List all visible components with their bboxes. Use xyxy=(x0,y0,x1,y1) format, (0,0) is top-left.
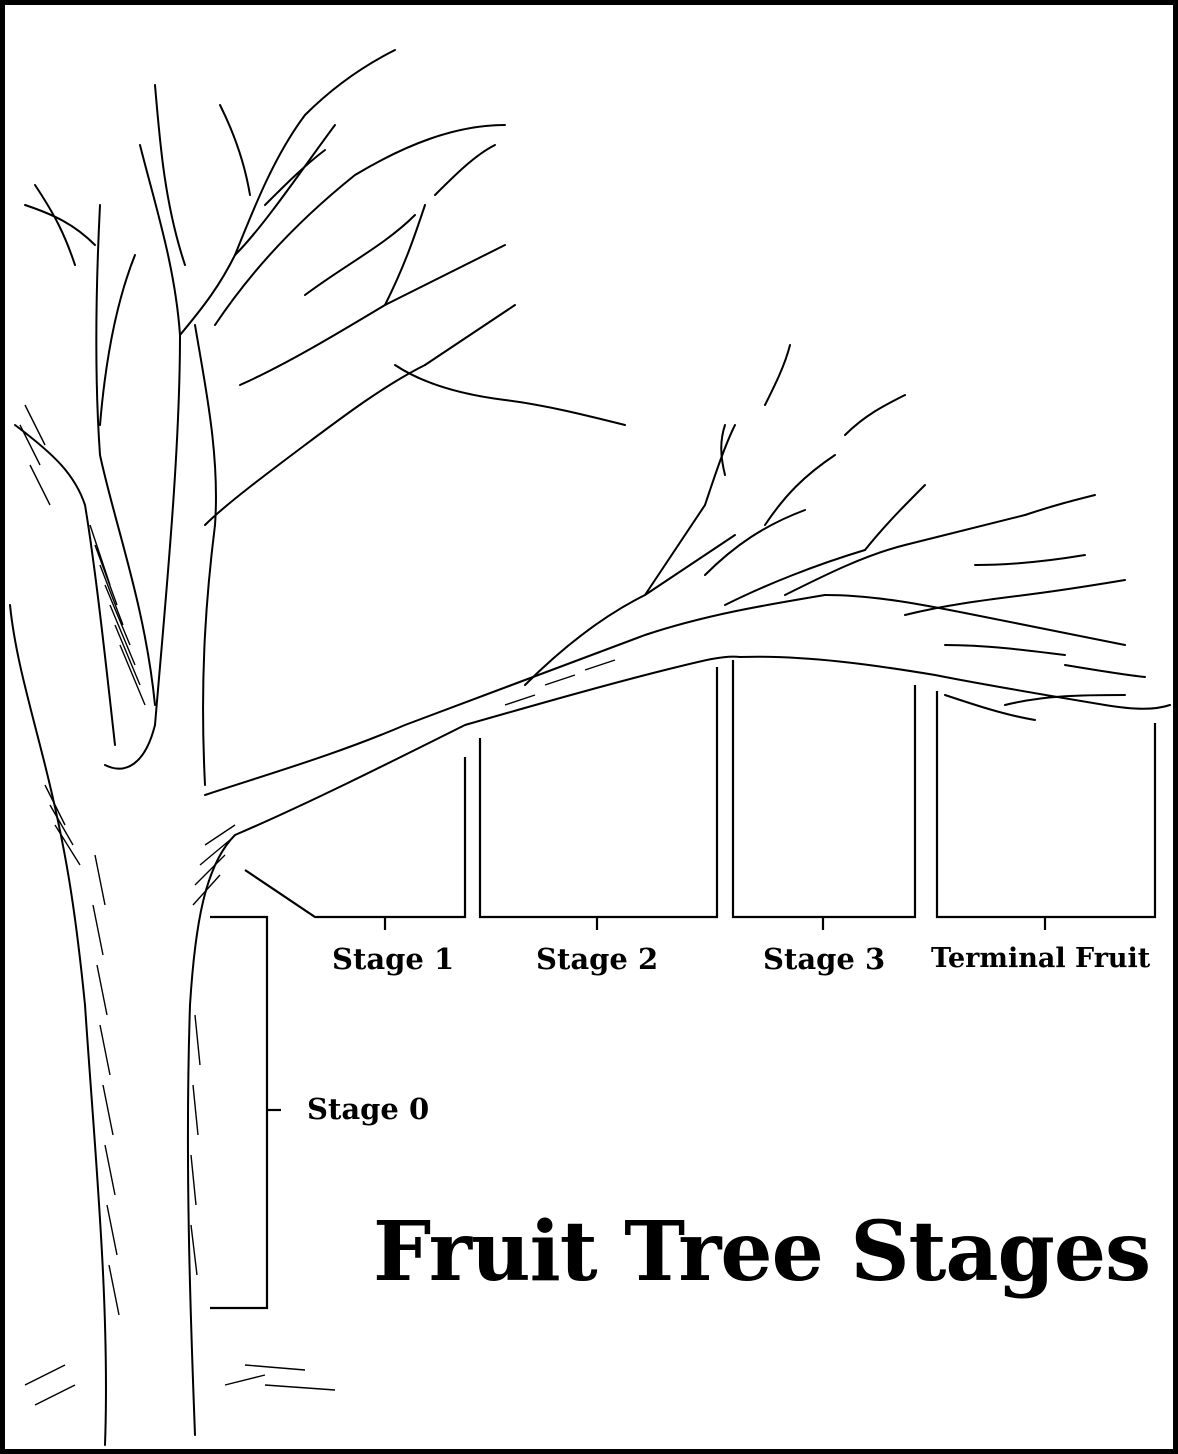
left-limb-outer xyxy=(15,425,115,745)
main-branch-lower xyxy=(235,657,740,835)
stage3-label: Stage 3 xyxy=(763,945,885,974)
trunk-left-edge xyxy=(10,605,106,1445)
central-leader-right xyxy=(195,325,216,785)
terminal-fruit-label: Terminal Fruit xyxy=(931,945,1150,972)
terminal-bracket xyxy=(937,691,1155,917)
trunk-right-edge xyxy=(188,835,235,1435)
stage1-label: Stage 1 xyxy=(332,945,454,974)
page-title: Fruit Tree Stages xyxy=(373,1211,1150,1293)
stage2-bracket xyxy=(480,667,717,917)
stage3-bracket xyxy=(733,660,915,917)
stage1-bracket xyxy=(245,757,465,917)
stage2-label: Stage 2 xyxy=(536,945,658,974)
stage0-label: Stage 0 xyxy=(307,1095,429,1124)
stage0-bracket xyxy=(210,917,267,1308)
